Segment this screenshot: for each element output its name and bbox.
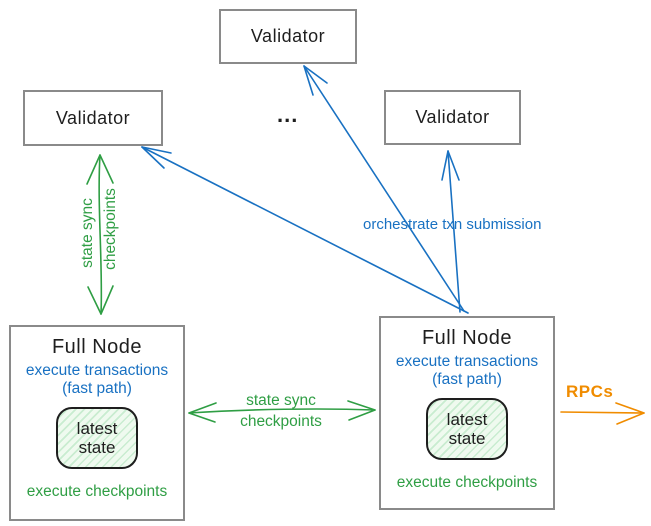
horizontal-state-sync-label-line2: checkpoints (240, 413, 322, 430)
full-node-right-latest-state-box: latest state (426, 398, 508, 460)
validator-top-box: Validator (219, 9, 357, 64)
full-node-left-exec-line1: execute transactions (25, 362, 169, 379)
more-validators-ellipsis: ... (277, 102, 299, 127)
txn-submission-arrow-to-left-validator (141, 146, 469, 314)
txn-submission-arrow-to-top-validator (303, 65, 465, 312)
validator-left-label: Validator (55, 107, 131, 128)
rpcs-label: RPCs (566, 382, 614, 401)
horizontal-state-sync-label-line1: state sync (246, 392, 316, 409)
validator-left-box: Validator (23, 90, 163, 146)
rpc-arrow (560, 402, 645, 425)
vertical-state-sync-label-line2: checkpoints (102, 188, 119, 270)
latest-state-line2: state (78, 438, 116, 457)
full-node-right-title: Full Node (421, 327, 513, 349)
full-node-left-footer: execute checkpoints (26, 483, 168, 500)
full-node-right-footer: execute checkpoints (396, 474, 538, 491)
full-node-left-box: Full Node execute transactions (fast pat… (9, 325, 185, 521)
full-node-right-exec-line2: (fast path) (432, 371, 502, 388)
full-node-right-box: Full Node execute transactions (fast pat… (379, 316, 555, 510)
vertical-state-sync-label-line1: state sync (79, 198, 96, 268)
validator-top-label: Validator (250, 26, 326, 46)
full-node-right-exec-line1: execute transactions (395, 353, 539, 370)
orchestrate-txn-submission-label: orchestrate txn submission (363, 216, 542, 233)
latest-state-line1: latest (446, 410, 488, 429)
validator-right-box: Validator (384, 90, 521, 145)
latest-state-line2: state (448, 429, 486, 448)
full-node-left-title: Full Node (51, 336, 143, 358)
validator-right-label: Validator (415, 107, 490, 127)
full-node-left-latest-state-box: latest state (56, 407, 138, 469)
state-sync-arrow-vertical (86, 154, 114, 315)
state-sync-arrow-horizontal (188, 400, 376, 423)
latest-state-line1: latest (76, 419, 118, 438)
full-node-left-exec-line2: (fast path) (62, 380, 132, 397)
txn-submission-arrow-to-right-validator (441, 150, 461, 313)
